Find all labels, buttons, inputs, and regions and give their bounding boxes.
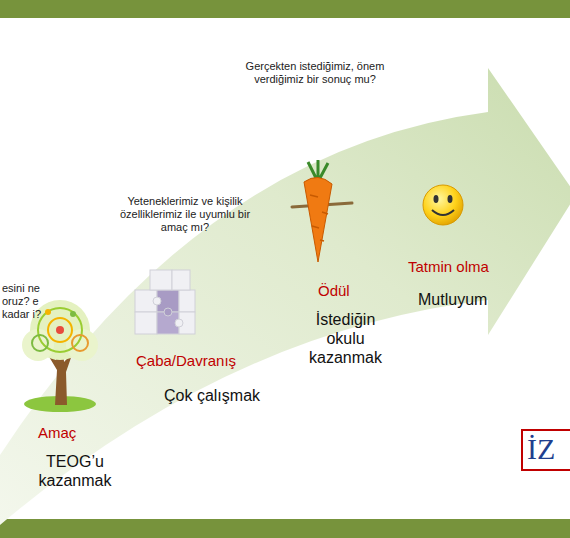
question-note: Gerçekten istediğimiz, önem verdiğimiz b… (245, 60, 385, 86)
stage-text: İstediğin okulu kazanmak (298, 310, 393, 368)
top-bar (0, 0, 570, 18)
stage-heading: Tatmin olma (408, 258, 518, 276)
stage-text: Çok çalışmak (164, 386, 304, 405)
stage-text: Mutluyum (418, 290, 528, 309)
smiley-icon (423, 185, 463, 225)
stage-heading: Amaç (38, 424, 98, 442)
cut-question: esini ne oruz? e kadar i? (2, 282, 52, 322)
question-note: Yeteneklerimiz ve kişilik özelliklerimiz… (110, 195, 260, 235)
progress-arrow (0, 68, 570, 525)
bottom-bar (0, 519, 570, 538)
stage-heading: Ödül (318, 282, 378, 300)
carrot-icon (292, 160, 352, 262)
stage-text: TEOG’u kazanmak (30, 452, 120, 490)
stage-heading: Çaba/Davranış (136, 352, 276, 370)
puzzle-icon (135, 270, 195, 334)
logo-text: İZ (527, 432, 555, 465)
logo-frame (522, 430, 570, 470)
